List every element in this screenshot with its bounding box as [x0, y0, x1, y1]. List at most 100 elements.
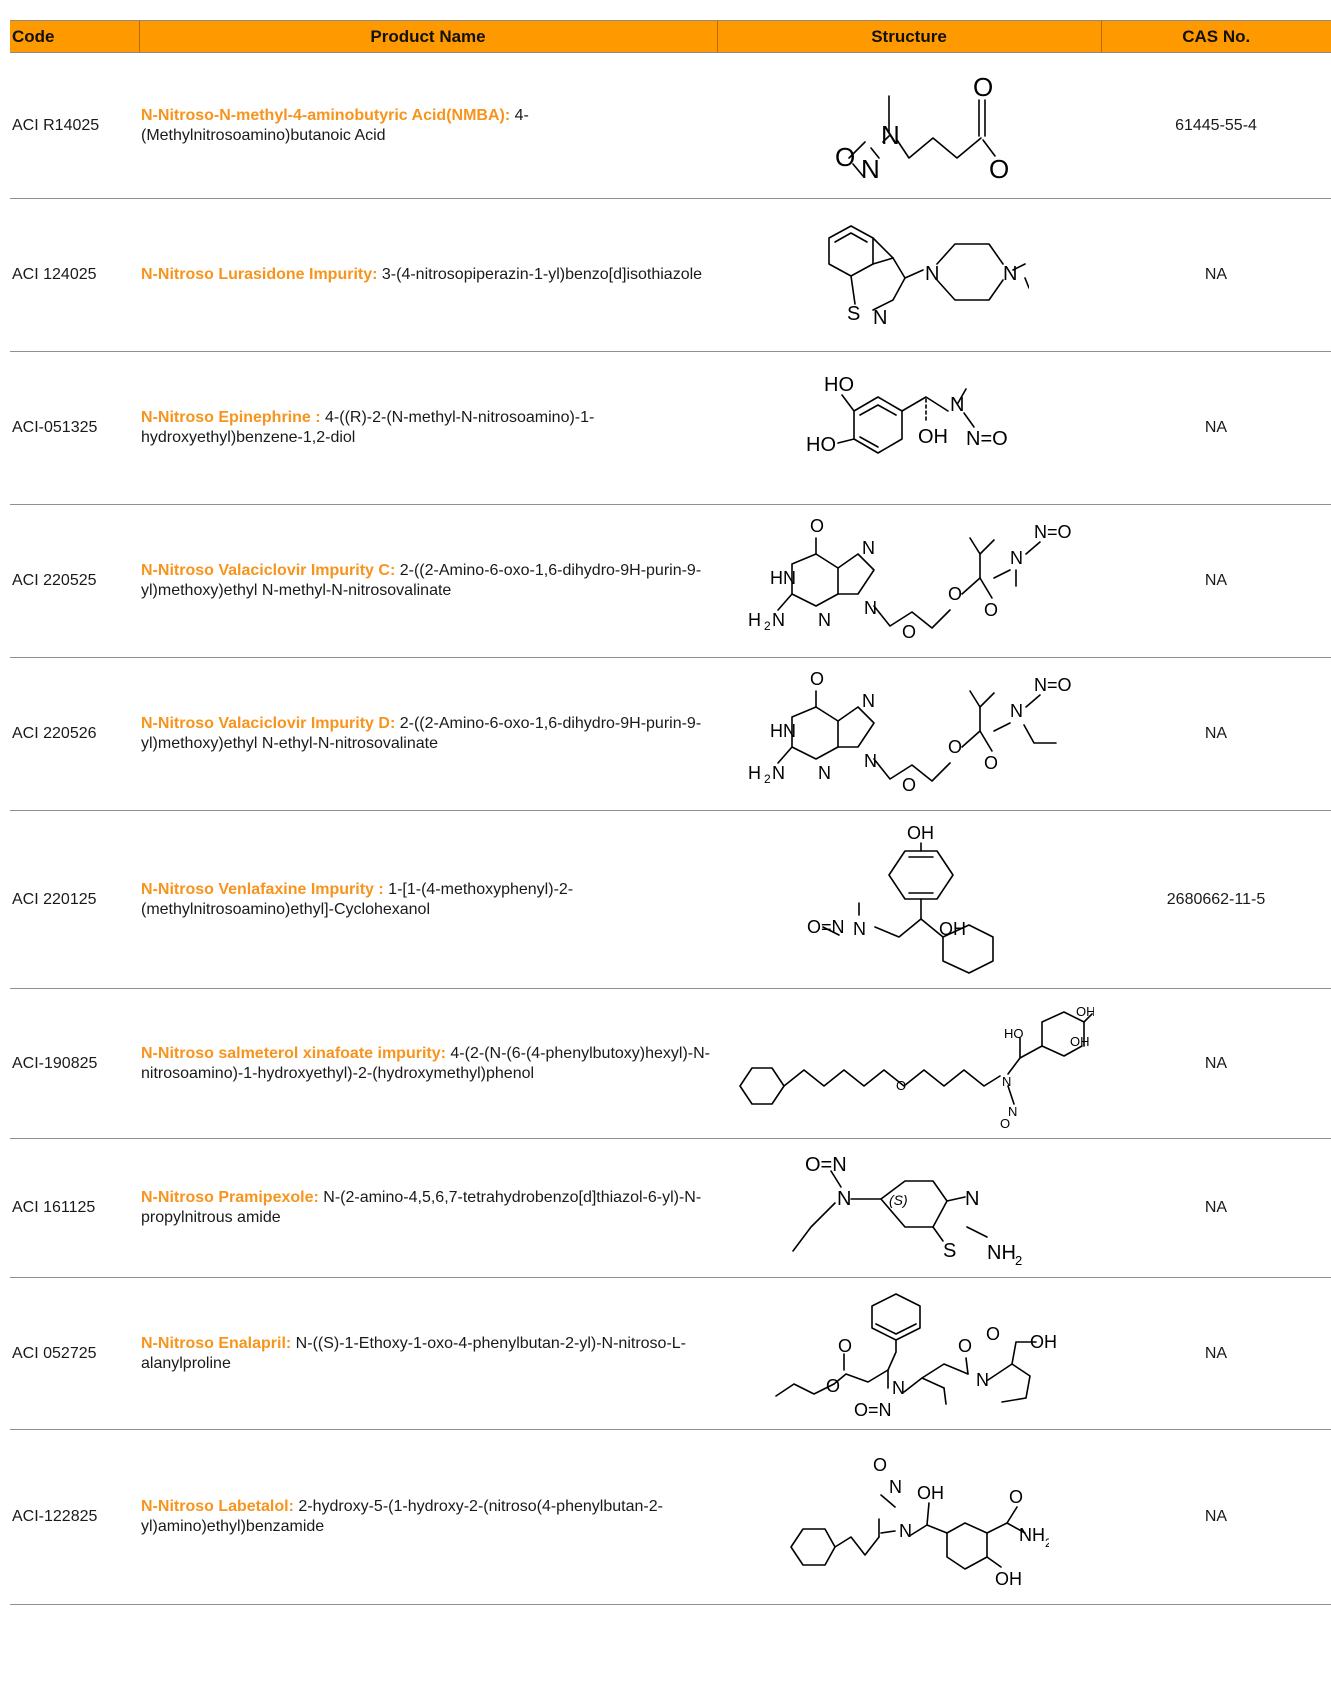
atom-nh: NH [1019, 1525, 1045, 1545]
atom-n: N [862, 538, 875, 558]
product-code: ACI 052725 [10, 1277, 139, 1430]
atom-no: N=O [966, 428, 1008, 450]
atom-subscript: 2 [1045, 1536, 1049, 1550]
atom-n: N [772, 610, 785, 630]
atom-h2n: H [748, 610, 761, 630]
atom-n: N [899, 1521, 912, 1541]
atom-n: N [881, 120, 900, 150]
atom-n: N [965, 1188, 979, 1210]
header-cas-no: CAS No. [1100, 20, 1331, 53]
header-product-name: Product Name [138, 20, 717, 53]
product-name-cell: N-Nitroso-N-methyl-4-aminobutyric Acid(N… [139, 52, 717, 199]
atom-n: N [1010, 548, 1023, 568]
table-row: ACI 052725 N-Nitroso Enalapril: N-((S)-1… [10, 1277, 1331, 1430]
atom-ho: HO [824, 374, 854, 396]
atom-n: N [818, 763, 831, 783]
cas-number: NA [1101, 1138, 1331, 1278]
cas-number: NA [1101, 1277, 1331, 1430]
table-row: ACI 161125 N-Nitroso Pramipexole: N-(2-a… [10, 1138, 1331, 1278]
atom-ho: HO [806, 434, 836, 456]
atom-oh: OH [1070, 1034, 1090, 1049]
atom-s: S [847, 303, 860, 325]
product-code: ACI-122825 [10, 1429, 139, 1605]
atom-o: O [948, 584, 962, 604]
atom-o: O [958, 1336, 972, 1356]
atom-ho: HO [1004, 1026, 1024, 1041]
product-name: N-Nitroso-N-methyl-4-aminobutyric Acid(N… [141, 106, 511, 124]
product-name: N-Nitroso Labetalol: [141, 1498, 294, 1515]
product-table-sheet: Code Product Name Structure CAS No. ACI … [10, 20, 1331, 1605]
atom-hn: HN [770, 721, 796, 741]
atom-subscript: 2 [764, 619, 771, 633]
atom-o: O [835, 142, 855, 172]
product-code: ACI 220526 [10, 657, 139, 811]
product-code: ACI-190825 [10, 988, 139, 1139]
product-name: N-Nitroso Valaciclovir Impurity C: [141, 562, 396, 579]
product-name-cell: N-Nitroso Valaciclovir Impurity D: 2-((2… [139, 657, 717, 811]
atom-oh: OH [989, 154, 1009, 184]
atom-n: N [772, 763, 785, 783]
product-name-cell: N-Nitroso Pramipexole: N-(2-amino-4,5,6,… [139, 1138, 717, 1278]
table-row: ACI 220526 N-Nitroso Valaciclovir Impuri… [10, 657, 1331, 811]
atom-n: N [861, 154, 880, 184]
chemical-name: 2-hydroxy-5-(1-hydroxy-2-(nitroso(4-phen… [141, 1498, 663, 1535]
cas-number: 61445-55-4 [1101, 52, 1331, 199]
atom-oh: OH [907, 823, 934, 843]
nmba-structure-icon: ONNOOH [835, 72, 1009, 184]
atom-subscript: 2 [1015, 1253, 1022, 1268]
atom-n: N [864, 598, 877, 618]
atom-n: N [853, 919, 866, 939]
chemical-name: 1-[1-(4-methoxyphenyl)-2-(methylnitrosoa… [141, 880, 574, 918]
atom-n: N [818, 610, 831, 630]
cas-number: 2680662-11-5 [1101, 810, 1331, 989]
atom-o: O [973, 72, 993, 102]
product-name-cell: N-Nitroso salmeterol xinafoate impurity:… [139, 988, 717, 1139]
table-header-row: Code Product Name Structure CAS No. [10, 20, 1331, 53]
cas-number: NA [1101, 1429, 1331, 1605]
table-row: ACI 220125 N-Nitroso Venlafaxine Impurit… [10, 810, 1331, 989]
atom-on: O=N [807, 917, 845, 937]
chemical-name: 4-(2-(N-(6-(4-phenylbutoxy)hexyl)-N-nitr… [141, 1044, 711, 1082]
atom-n: N [864, 751, 877, 771]
atom-oh: OH [995, 1569, 1022, 1589]
product-name: N-Nitroso Valaciclovir Impurity D: [141, 715, 396, 732]
product-code: ACI 161125 [10, 1138, 139, 1278]
cas-number: NA [1101, 988, 1331, 1139]
table-row: ACI 124025 N-Nitroso Lurasidone Impurity… [10, 198, 1331, 352]
atom-nh: NH [987, 1242, 1016, 1264]
chemical-name: 2-((2-Amino-6-oxo-1,6-dihydro-9H-purin-9… [141, 715, 702, 752]
product-code: ACI 220525 [10, 504, 139, 658]
atom-o: O [810, 516, 824, 536]
chemical-name: 4-((R)-2-(N-methyl-N-nitrosoamino)-1-hyd… [141, 409, 595, 446]
cas-number: NA [1101, 657, 1331, 811]
product-name: N-Nitroso Epinephrine : [141, 409, 321, 426]
product-code: ACI R14025 [10, 52, 139, 199]
product-name: N-Nitroso Pramipexole: [141, 1189, 319, 1206]
chemical-name: 3-(4-nitrosopiperazin-1-yl)benzo[d]isoth… [377, 266, 703, 283]
atom-no: N=O [1034, 675, 1072, 695]
atom-n: N [976, 1370, 989, 1390]
structure-cell: ONNOOH [717, 52, 1101, 199]
atom-o: O [902, 775, 916, 795]
atom-oh: OH [918, 426, 948, 448]
table-row: ACI-051325 N-Nitroso Epinephrine : 4-((R… [10, 351, 1331, 505]
atom-o: O [896, 1078, 906, 1093]
product-code: ACI 124025 [10, 198, 139, 352]
cas-number: NA [1101, 351, 1331, 505]
atom-n: N [1010, 701, 1023, 721]
atom-n: N [925, 263, 939, 285]
atom-on: O=N [854, 1400, 892, 1420]
